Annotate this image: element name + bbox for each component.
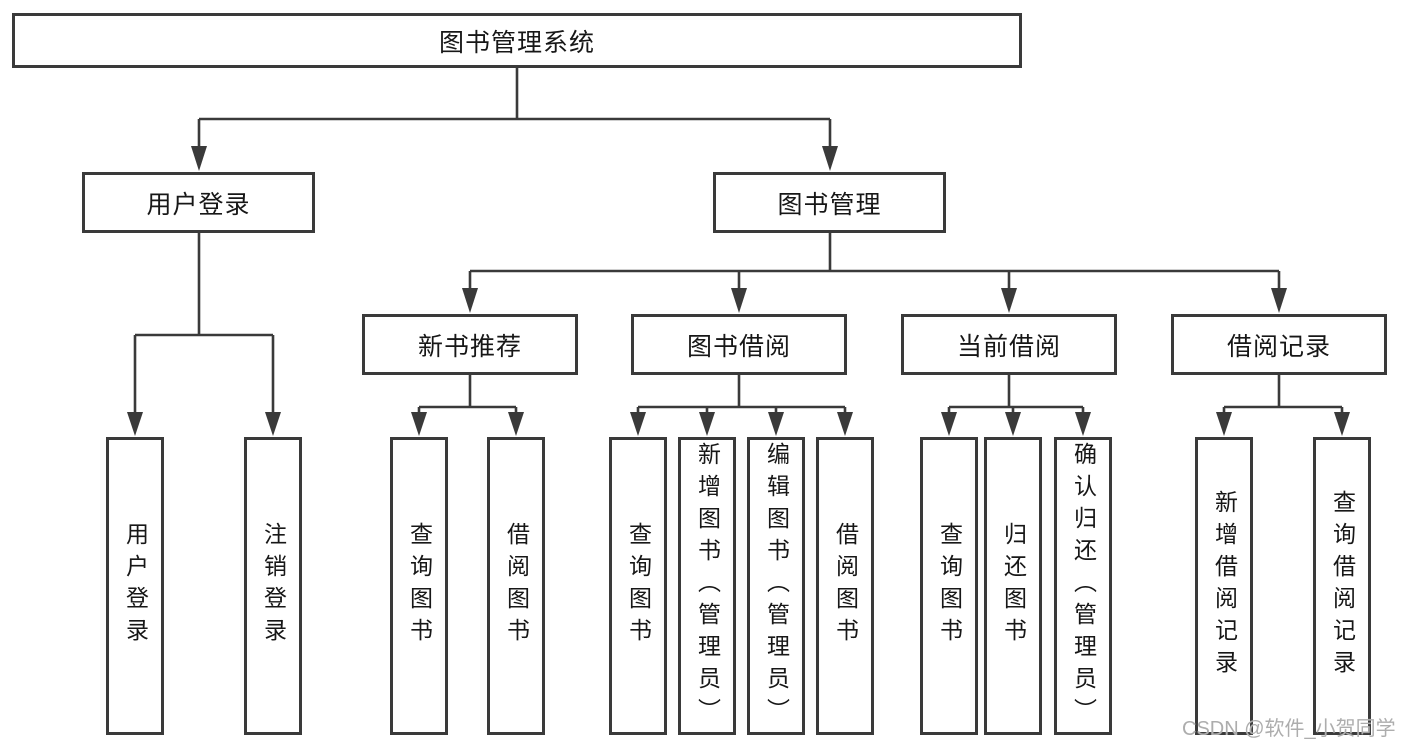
- node-leaf-user-login-label: 用户登录: [122, 522, 149, 650]
- connector-current-borrow-children: [947, 375, 1085, 414]
- node-book-mgmt: 图书管理: [713, 172, 946, 233]
- node-leaf-borrow-borrow-label: 借阅图书: [832, 522, 859, 650]
- node-book-mgmt-label: 图书管理: [777, 190, 882, 219]
- node-book-borrow-label: 图书借阅: [686, 332, 791, 361]
- node-leaf-records-add: 新增借阅记录: [1195, 437, 1253, 735]
- connector-borrow-records-children: [1222, 375, 1344, 414]
- node-leaf-records-query: 查询借阅记录: [1313, 437, 1371, 735]
- node-leaf-records-query-label: 查询借阅记录: [1329, 490, 1356, 682]
- node-leaf-borrow-edit-label: 编辑图书（管理员）: [763, 442, 790, 730]
- node-leaf-newbooks-borrow-label: 借阅图书: [503, 522, 530, 650]
- node-root-label: 图书管理系统: [438, 28, 595, 57]
- node-leaf-newbooks-borrow: 借阅图书: [487, 437, 545, 735]
- node-user-login-label: 用户登录: [146, 190, 251, 219]
- node-current-borrow: 当前借阅: [901, 314, 1117, 375]
- node-root: 图书管理系统: [12, 13, 1022, 68]
- node-leaf-current-return-label: 归还图书: [1000, 522, 1027, 650]
- node-leaf-current-confirm-label: 确认归还（管理员）: [1070, 442, 1097, 730]
- node-leaf-records-add-label: 新增借阅记录: [1211, 490, 1238, 682]
- node-leaf-logout: 注销登录: [244, 437, 302, 735]
- connector-book-borrow-children: [636, 375, 847, 414]
- node-new-books-label: 新书推荐: [417, 332, 522, 361]
- node-book-borrow: 图书借阅: [631, 314, 847, 375]
- connector-root-to-level2: [197, 68, 832, 148]
- node-leaf-borrow-add-label: 新增图书（管理员）: [694, 442, 721, 730]
- node-leaf-current-query: 查询图书: [920, 437, 978, 735]
- arrowheads-level2: [191, 146, 838, 171]
- arrowheads-leaves: [127, 412, 1350, 436]
- node-leaf-borrow-borrow: 借阅图书: [816, 437, 874, 735]
- node-leaf-newbooks-query-label: 查询图书: [406, 522, 433, 650]
- node-current-borrow-label: 当前借阅: [956, 332, 1061, 361]
- node-leaf-current-confirm: 确认归还（管理员）: [1054, 437, 1112, 735]
- node-leaf-borrow-edit: 编辑图书（管理员）: [747, 437, 805, 735]
- node-user-login: 用户登录: [82, 172, 315, 233]
- node-leaf-current-query-label: 查询图书: [936, 522, 963, 650]
- node-leaf-current-return: 归还图书: [984, 437, 1042, 735]
- node-borrow-records-label: 借阅记录: [1226, 332, 1331, 361]
- node-leaf-borrow-query-label: 查询图书: [625, 522, 652, 650]
- csdn-watermark: CSDN @软件_小贺同学: [1182, 718, 1396, 740]
- arrowheads-level3: [462, 288, 1287, 313]
- connector-book-mgmt-children: [468, 233, 1281, 290]
- node-leaf-newbooks-query: 查询图书: [390, 437, 448, 735]
- node-leaf-user-login: 用户登录: [106, 437, 164, 735]
- connector-new-books-children: [417, 375, 518, 414]
- connector-user-login-children: [133, 233, 275, 414]
- node-borrow-records: 借阅记录: [1171, 314, 1387, 375]
- node-leaf-borrow-add: 新增图书（管理员）: [678, 437, 736, 735]
- node-leaf-logout-label: 注销登录: [260, 522, 287, 650]
- node-leaf-borrow-query: 查询图书: [609, 437, 667, 735]
- node-new-books: 新书推荐: [362, 314, 578, 375]
